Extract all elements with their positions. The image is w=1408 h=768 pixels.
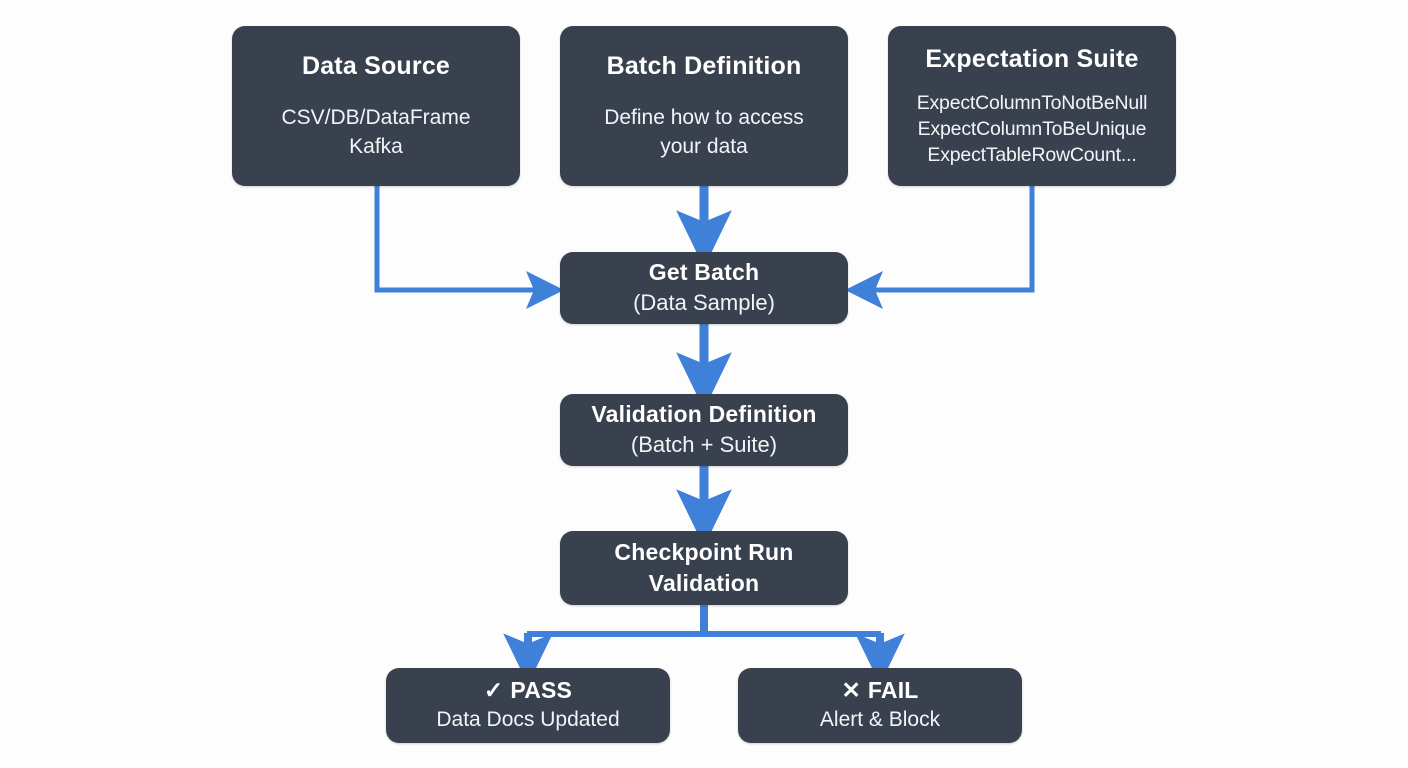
node-data-source-sub-line-1: CSV/DB/DataFrame bbox=[281, 105, 471, 129]
node-get-batch-title: Get Batch bbox=[648, 259, 760, 285]
node-pass-result-sub-line-1: Data Docs Updated bbox=[436, 708, 620, 731]
node-expectation-suite-sub-line-3: ExpectTableRowCount... bbox=[927, 143, 1137, 166]
node-validation-definition-title: Validation Definition bbox=[591, 401, 817, 427]
node-expectation-suite[interactable]: Expectation Suite ExpectColumnToNotBeNul… bbox=[888, 26, 1176, 186]
node-fail-result-title-row: ✕FAIL bbox=[841, 677, 918, 704]
node-batch-definition-subtitle: Define how to access your data bbox=[604, 103, 804, 161]
node-get-batch-sub-line-1: (Data Sample) bbox=[633, 290, 775, 315]
node-batch-definition-sub-line-2: your data bbox=[660, 134, 748, 158]
node-pass-result-title: PASS bbox=[510, 677, 573, 703]
node-batch-definition[interactable]: Batch Definition Define how to access yo… bbox=[560, 26, 848, 186]
node-validation-definition-sub-line-1: (Batch + Suite) bbox=[630, 432, 778, 457]
node-batch-definition-sub-line-1: Define how to access bbox=[604, 105, 804, 129]
node-pass-result-title-row: ✓PASS bbox=[484, 677, 572, 704]
node-fail-result-subtitle: Alert & Block bbox=[820, 706, 940, 734]
node-expectation-suite-sub-line-2: ExpectColumnToBeUnique bbox=[917, 117, 1147, 140]
node-checkpoint-run[interactable]: Checkpoint Run Validation bbox=[560, 531, 848, 605]
node-data-source-title: Data Source bbox=[301, 51, 451, 80]
node-fail-result[interactable]: ✕FAIL Alert & Block bbox=[738, 668, 1022, 743]
node-expectation-suite-subtitle: ExpectColumnToNotBeNull ExpectColumnToBe… bbox=[917, 90, 1148, 168]
node-data-source-sub-line-2: Kafka bbox=[349, 134, 403, 158]
edge-data-source-to-get-batch bbox=[374, 186, 565, 309]
node-batch-definition-title: Batch Definition bbox=[606, 51, 802, 80]
node-expectation-suite-title: Expectation Suite bbox=[925, 44, 1139, 73]
cross-icon: ✕ bbox=[841, 677, 861, 703]
node-pass-result[interactable]: ✓PASS Data Docs Updated bbox=[386, 668, 670, 743]
edge-expectation-suite-to-get-batch bbox=[844, 186, 1035, 309]
node-validation-definition[interactable]: Validation Definition (Batch + Suite) bbox=[560, 394, 848, 466]
node-fail-result-title: FAIL bbox=[867, 677, 919, 703]
check-icon: ✓ bbox=[483, 677, 504, 703]
node-validation-definition-subtitle: (Batch + Suite) bbox=[631, 430, 777, 460]
node-expectation-suite-sub-line-1: ExpectColumnToNotBeNull bbox=[916, 91, 1148, 114]
node-get-batch[interactable]: Get Batch (Data Sample) bbox=[560, 252, 848, 324]
node-checkpoint-run-title-line-1: Checkpoint Run bbox=[614, 539, 794, 565]
node-checkpoint-run-title-line-2: Validation bbox=[648, 570, 760, 596]
node-get-batch-subtitle: (Data Sample) bbox=[633, 288, 775, 318]
node-pass-result-subtitle: Data Docs Updated bbox=[436, 706, 619, 734]
node-data-source-subtitle: CSV/DB/DataFrame Kafka bbox=[281, 103, 470, 161]
node-data-source[interactable]: Data Source CSV/DB/DataFrame Kafka bbox=[232, 26, 520, 186]
node-fail-result-sub-line-1: Alert & Block bbox=[819, 708, 941, 731]
